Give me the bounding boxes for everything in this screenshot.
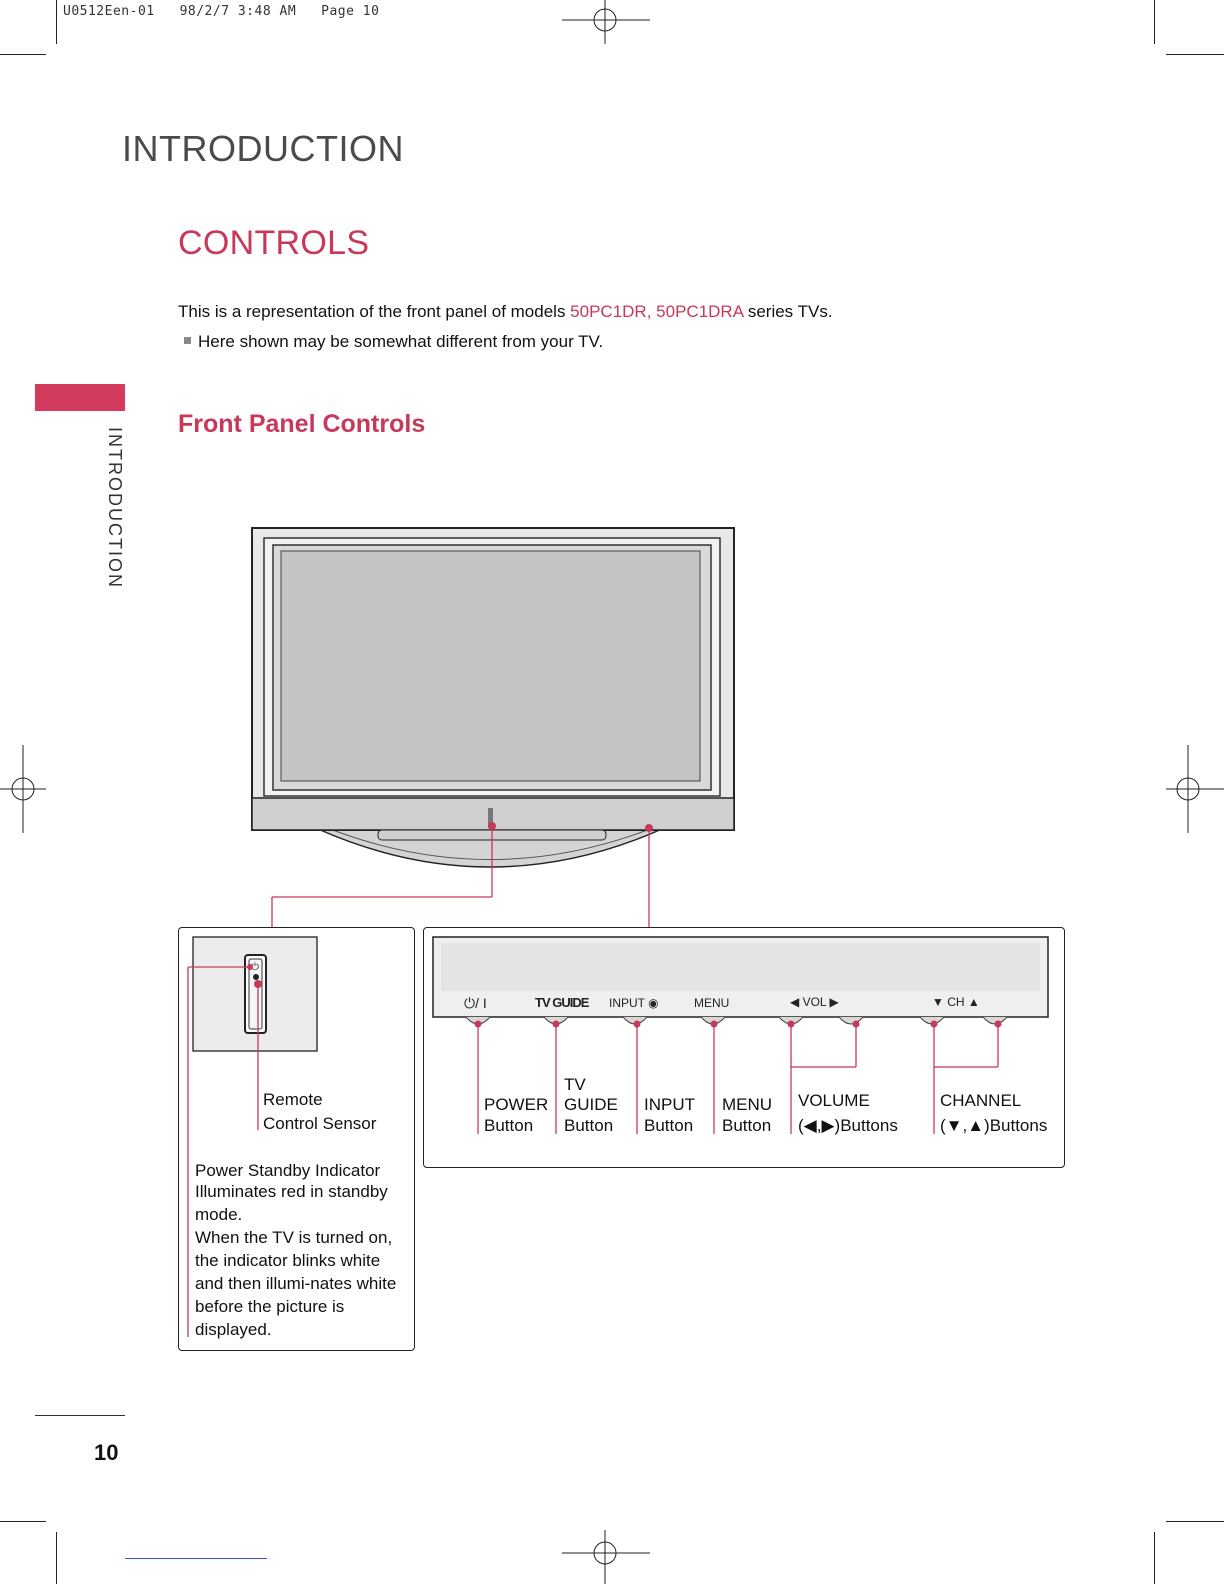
remote-sensor-label-line2: Control Sensor — [263, 1114, 377, 1133]
remote-sensor-label-line1: Remote — [263, 1090, 323, 1109]
note-text: Here shown may be somewhat different fro… — [198, 332, 604, 351]
power-symbol: ⏻/ I — [464, 995, 487, 1011]
intro-prefix: This is a representation of the front pa… — [178, 302, 571, 321]
intro-paragraph: This is a representation of the front pa… — [178, 302, 833, 322]
tv-guide-key-label: TV GUIDE — [535, 995, 589, 1010]
svg-text:⏻: ⏻ — [251, 962, 259, 973]
note: Here shown may be somewhat different fro… — [184, 332, 603, 352]
print-header: U0512Een-01 98/2/7 3:48 AM Page 10 — [63, 4, 380, 19]
tv-guide-callout-line2: GUIDE — [564, 1095, 618, 1114]
intro-suffix: series TVs. — [743, 302, 833, 321]
power-callout-line2: Button — [484, 1116, 534, 1135]
menu-callout-line1: MENU — [722, 1095, 773, 1114]
channel-callout-line2: (▼,▲)Buttons — [940, 1116, 1048, 1135]
model-separator: , — [646, 302, 657, 321]
bullet-icon — [184, 337, 191, 344]
footer-rule — [35, 1415, 125, 1416]
standby-indicator-description: Illuminates red in standby mode. When th… — [195, 1182, 397, 1339]
side-tab-marker — [35, 384, 125, 411]
section-title: INTRODUCTION — [122, 128, 404, 169]
input-callout-line1: INPUT — [644, 1095, 695, 1114]
channel-callout-line1: CHANNEL — [940, 1091, 1022, 1110]
tv-guide-callout-line3: Button — [564, 1116, 614, 1135]
volume-key-label: ◀ VOL ▶ — [790, 995, 839, 1009]
power-callout-line1: POWER — [484, 1095, 549, 1114]
input-symbol-icon: ◉ — [648, 996, 659, 1010]
sensor-closeup: ⏻ — [187, 936, 318, 1337]
input-key-label: INPUT ◉ — [609, 996, 659, 1010]
tv-guide-callout-line1: TV — [564, 1075, 586, 1094]
button-strip-drawing — [432, 936, 1049, 1134]
volume-callout-line1: VOLUME — [798, 1091, 870, 1110]
model-name-1: 50PC1DR — [570, 302, 647, 321]
model-name-2: 50PC1DRA — [656, 302, 744, 321]
page-title: CONTROLS — [178, 224, 370, 262]
subheading: Front Panel Controls — [178, 410, 426, 438]
standby-indicator-title: Power Standby Indicator — [195, 1161, 381, 1180]
input-callout-line2: Button — [644, 1116, 694, 1135]
volume-callout-line2: (◀,▶)Buttons — [798, 1116, 898, 1135]
menu-callout-line2: Button — [722, 1116, 772, 1135]
channel-key-label: ▼ CH ▲ — [932, 995, 980, 1009]
footer-link-underline — [125, 1558, 267, 1559]
page-number: 10 — [94, 1440, 119, 1465]
side-tab-label: INTRODUCTION — [105, 427, 125, 589]
menu-key-label: MENU — [694, 996, 730, 1010]
